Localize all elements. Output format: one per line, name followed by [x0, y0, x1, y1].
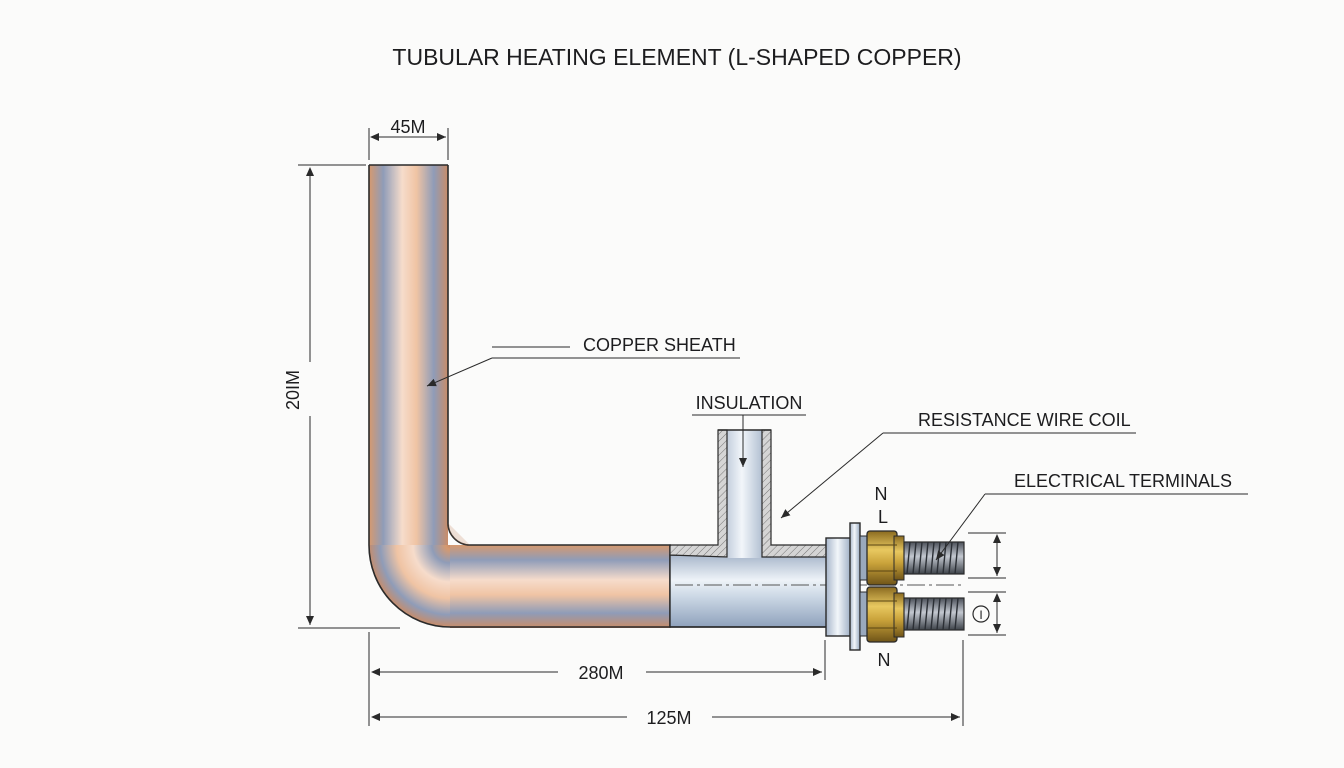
terminal-label-top-l: L: [878, 507, 888, 527]
terminal-assembly: [825, 522, 965, 651]
terminal-dimensions: [968, 532, 1006, 636]
terminal-symbol: I: [979, 608, 982, 622]
terminal-label-bottom-n: N: [878, 650, 891, 670]
resistance-wire-coil-label: RESISTANCE WIRE COIL: [918, 410, 1131, 430]
dimension-overall-length: 125M: [646, 708, 691, 728]
dimension-horizontal-length: 280M: [578, 663, 623, 683]
dimension-vertical-height: 20IM: [283, 370, 303, 410]
diagram-title: TUBULAR HEATING ELEMENT (L-SHAPED COPPER…: [392, 44, 961, 70]
insulation-label: INSULATION: [696, 393, 803, 413]
dimension-lines: [298, 128, 964, 726]
terminal-nut-top: [866, 530, 905, 586]
insulation-section: [669, 429, 965, 628]
callout-leaders: [426, 346, 1248, 561]
copper-sheath-label: COPPER SHEATH: [583, 335, 736, 355]
dimension-tube-width: 45M: [390, 117, 425, 137]
copper-tube: [368, 164, 671, 628]
terminal-stud-bottom: [903, 597, 965, 631]
terminal-stud-top: [903, 541, 965, 575]
terminal-nut-bottom: [866, 586, 905, 643]
electrical-terminals-label: ELECTRICAL TERMINALS: [1014, 471, 1232, 491]
terminal-label-top-n: N: [875, 484, 888, 504]
